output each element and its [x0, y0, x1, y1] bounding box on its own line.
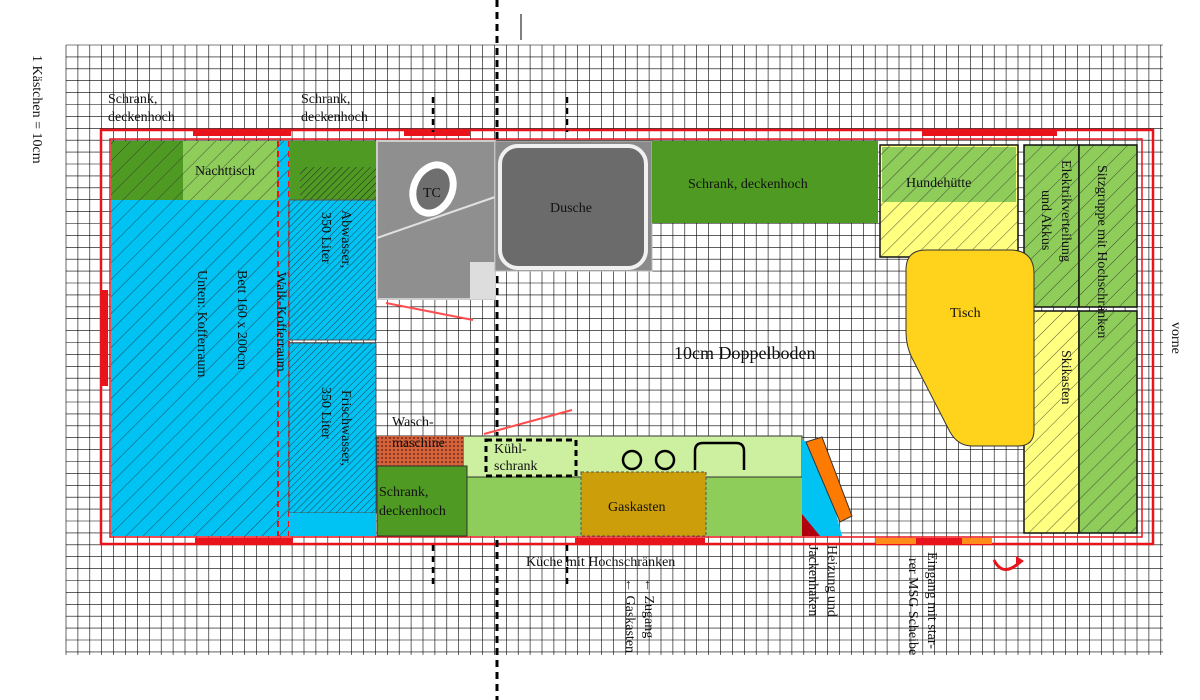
bed-label-1: Bett 160 x 200cm [234, 270, 249, 370]
shower-label: Dusche [550, 201, 592, 216]
gas-access-label-1: ← Zugang [641, 578, 656, 638]
fridge-block [484, 438, 578, 478]
axle-markers [431, 97, 569, 585]
fridge-label-2: schrank [494, 459, 538, 474]
entrance-label-1: Eingang mit star- [924, 552, 939, 649]
heating-unit [802, 440, 842, 536]
stove-burner-icon [654, 449, 676, 471]
electrics-label-1: Elektrikverteilung [1058, 160, 1073, 262]
washing-machine-label-2: maschine [392, 436, 445, 451]
wardrobe-center-label-2: deckenhoch [301, 110, 368, 125]
dog-house-label: Hundehütte [906, 176, 971, 191]
waste-water-label-2: 350 Liter [318, 212, 333, 264]
wardrobe-bottom-label-2: deckenhoch [379, 504, 446, 519]
ski-box-label: Skikasten [1058, 350, 1073, 404]
sink-icon [693, 441, 746, 470]
electrics-label-2: und Akkus [1038, 190, 1053, 250]
table-shape [905, 249, 1035, 447]
labels: 1 Kästchen = 10cm vorne 10cm Doppelboden… [29, 55, 1183, 655]
wardrobe-left-label-1: Schrank, [108, 92, 157, 107]
wardrobe-top-label: Schrank, deckenhoch [688, 177, 808, 192]
wardrobe-top-block [652, 141, 878, 223]
gas-box-block [580, 471, 707, 537]
wardrobe-center-label-1: Schrank, [301, 92, 350, 107]
floor-label: 10cm Doppelboden [674, 343, 815, 363]
fridge-label-1: Kühl- [494, 442, 527, 457]
gas-access-label-2: ← Gaskasten [622, 578, 637, 653]
wardrobe-bottom-label-1: Schrank, [379, 485, 428, 500]
waste-water-label-1: Abwasser, [338, 210, 353, 268]
fresh-water-label-2: 350 Liter [318, 387, 333, 439]
gas-box-label: Gaskasten [608, 500, 666, 515]
toilet-bowl [409, 161, 457, 217]
heating-label-1: Heizung und [824, 545, 839, 617]
scale-note: 1 Kästchen = 10cm [29, 55, 44, 164]
heating-label-2: Jackenhaken [805, 545, 820, 617]
nightstand-label: Nachttisch [195, 164, 255, 179]
stove-burner-icon [621, 449, 643, 471]
fresh-water-label-1: Frischwasser, [338, 390, 353, 466]
outer-wall [99, 128, 1155, 546]
wardrobe-left-label-2: deckenhoch [108, 110, 175, 125]
kitchen-label: Küche mit Hochschränken [526, 555, 675, 570]
toilet-label: TC [423, 186, 441, 201]
entrance-label-2: rer MSG Scheibe [905, 558, 920, 655]
wardrobe-bottom-block [376, 465, 468, 537]
walk-trunk-label: Walk-Kofferraum [273, 272, 288, 372]
washing-machine-label-1: Wasch- [392, 415, 434, 430]
seating-label: Sitzgruppe mit Hochschränken [1094, 165, 1109, 338]
table-label: Tisch [950, 306, 981, 321]
bed-label-2: Unten: Kofferraum [194, 270, 209, 378]
orientation-label: vorne [1168, 322, 1183, 354]
washing-machine [377, 436, 464, 466]
